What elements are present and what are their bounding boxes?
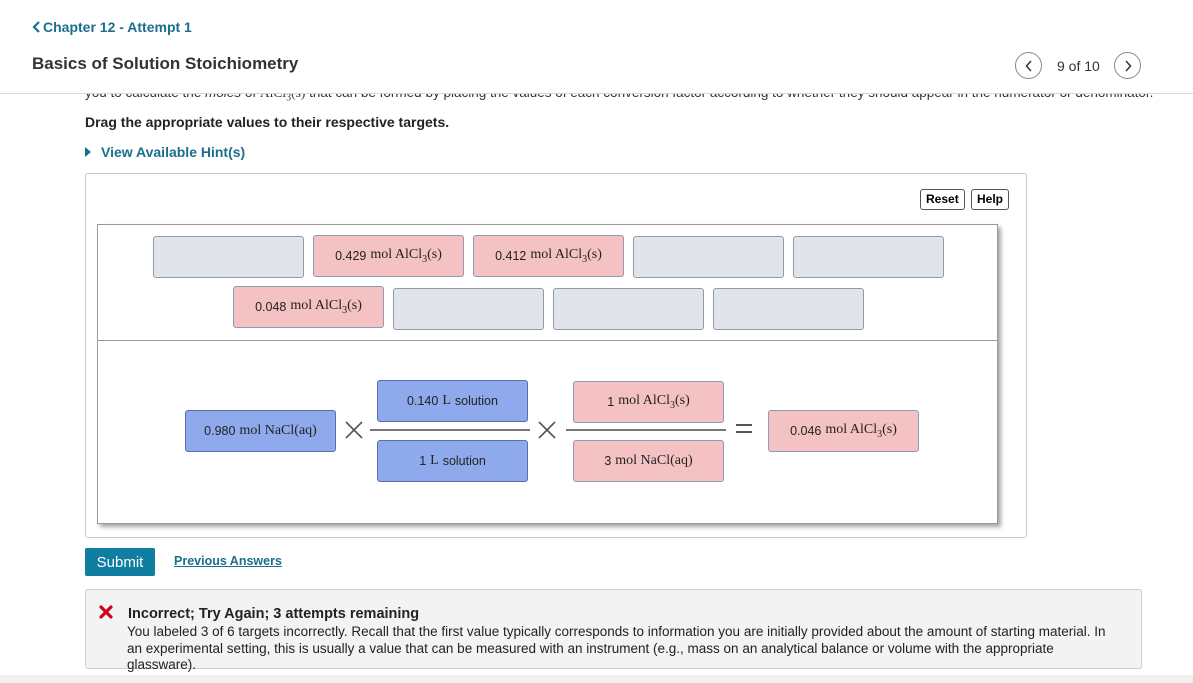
tile-unit-phase: (s)	[347, 298, 362, 314]
tile-unit-phase: (s)	[587, 247, 602, 263]
chapter-back-link[interactable]: Chapter 12 - Attempt 1	[32, 19, 192, 35]
tile-unit: L	[430, 453, 439, 468]
problem-text-formula-sub: 3	[286, 92, 292, 104]
tile-unit-sub: 3	[422, 253, 428, 265]
next-item-button[interactable]	[1114, 52, 1141, 79]
target-factor1-denominator[interactable]: 1 L solution	[377, 440, 528, 482]
answer-tile[interactable]: 0.048 mol AlCl3(s)	[233, 286, 384, 328]
tile-unit-text: mol AlCl	[825, 422, 878, 438]
tile-number: 0.980	[204, 424, 236, 438]
submit-button[interactable]: Submit	[85, 548, 155, 576]
fraction-bar	[566, 429, 726, 431]
answer-tile[interactable]: 0.429 mol AlCl3(s)	[313, 235, 464, 277]
chevron-right-icon	[1124, 59, 1132, 72]
bank-divider	[98, 340, 997, 341]
chevron-left-icon	[32, 21, 40, 33]
feedback-title: Incorrect; Try Again; 3 attempts remaini…	[128, 606, 420, 622]
bank-slot-empty	[393, 288, 544, 330]
item-counter: 9 of 10	[1057, 58, 1100, 74]
tile-unit: mol AlCl3(s)	[530, 247, 602, 265]
drag-drop-canvas: 0.429 mol AlCl3(s) 0.412 mol AlCl3(s) 0.…	[97, 224, 998, 524]
caret-right-icon	[85, 147, 91, 157]
help-button[interactable]: Help	[971, 189, 1010, 210]
previous-item-button[interactable]	[1015, 52, 1042, 79]
view-hints-link[interactable]: View Available Hint(s)	[85, 144, 245, 160]
reset-button[interactable]: Reset	[920, 189, 965, 210]
page-footer-edge	[0, 675, 1193, 683]
tile-number: 1	[607, 395, 615, 409]
tile-unit-sub: 3	[342, 304, 348, 316]
tile-unit: mol AlCl3(s)	[290, 298, 362, 316]
target-factor2-denominator[interactable]: 3 mol NaCl(aq)	[573, 440, 724, 482]
instruction-text: Drag the appropriate values to their res…	[85, 114, 450, 130]
target-factor1-numerator[interactable]: 0.140 L solution	[377, 380, 528, 422]
tile-unit-text: mol AlCl	[290, 298, 343, 314]
bank-slot-empty	[633, 236, 784, 278]
feedback-text: You labeled 3 of 6 targets incorrectly. …	[127, 624, 1106, 672]
bank-slot-empty	[793, 236, 944, 278]
bank-slot-empty	[713, 288, 864, 330]
x-icon	[99, 605, 113, 619]
previous-answers-link[interactable]: Previous Answers	[174, 554, 282, 568]
tile-unit-sub: 3	[582, 253, 588, 265]
view-hints-label: View Available Hint(s)	[101, 144, 246, 160]
bank-slot-empty	[153, 236, 304, 278]
equals-sign	[736, 424, 752, 433]
tile-unit-text: mol AlCl	[530, 247, 583, 263]
tile-number: 0.429	[335, 249, 367, 263]
tile-unit-text: mol AlCl	[370, 247, 423, 263]
tile-number: 0.412	[495, 249, 527, 263]
tile-unit-phase: (s)	[674, 393, 690, 409]
tile-unit: mol NaCl(aq)	[239, 423, 317, 438]
target-start-value[interactable]: 0.980 mol NaCl(aq)	[185, 410, 336, 452]
bank-slot-empty	[553, 288, 704, 330]
tile-unit: mol NaCl(aq)	[615, 453, 693, 468]
chapter-back-link-label: Chapter 12 - Attempt 1	[43, 19, 192, 35]
answer-tile[interactable]: 0.412 mol AlCl3(s)	[473, 235, 624, 277]
tile-unit-phase: (s)	[882, 422, 897, 438]
target-result[interactable]: 0.046 mol AlCl3(s)	[768, 410, 919, 452]
tile-unit: mol AlCl3(s)	[618, 393, 690, 411]
tile-unit-text: mol AlCl	[618, 393, 670, 409]
chevron-left-icon	[1024, 59, 1032, 72]
fraction-bar	[370, 429, 530, 431]
tile-number: 0.048	[255, 300, 287, 314]
tile-unit-phase: (s)	[427, 247, 442, 263]
multiply-icon	[538, 421, 556, 439]
tile-number: 0.140	[407, 394, 439, 408]
page-title: Basics of Solution Stoichiometry	[32, 54, 299, 73]
drag-drop-widget: Reset Help 0.429 mol AlCl3(s) 0.412 mol …	[85, 173, 1027, 538]
tile-unit-sub: 3	[877, 428, 883, 440]
tile-unit: mol AlCl3(s)	[370, 247, 442, 265]
target-factor2-numerator[interactable]: 1 mol AlCl3(s)	[573, 381, 724, 423]
tile-label: solution	[454, 394, 498, 408]
feedback-panel: Incorrect; Try Again; 3 attempts remaini…	[85, 589, 1142, 672]
tile-number: 0.046	[790, 424, 822, 438]
tile-unit: mol AlCl3(s)	[825, 422, 897, 440]
multiply-icon	[345, 421, 363, 439]
tile-number: 3	[604, 454, 612, 468]
tile-unit-sub: 3	[669, 399, 675, 411]
tile-label: solution	[442, 454, 486, 468]
tile-number: 1	[419, 454, 427, 468]
page-header: Chapter 12 - Attempt 1 Basics of Solutio…	[0, 0, 1193, 94]
tile-unit: L	[442, 393, 451, 408]
